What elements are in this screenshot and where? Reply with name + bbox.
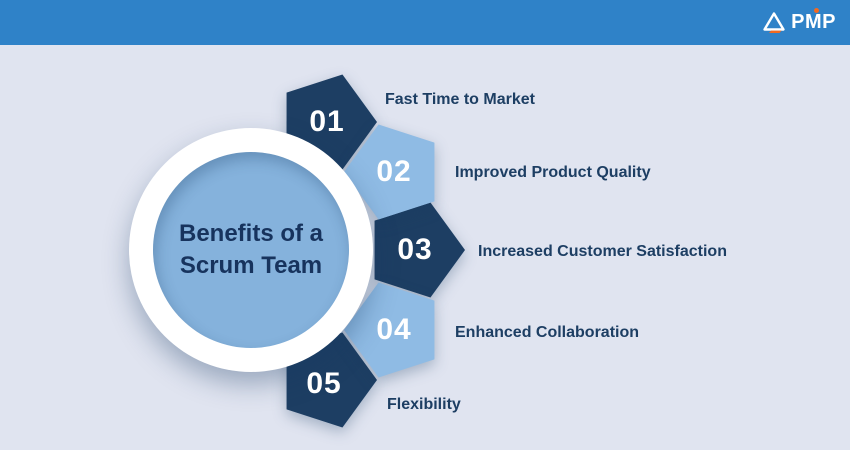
step-label-03: Increased Customer Satisfaction xyxy=(478,243,727,260)
logo-accent-dot xyxy=(814,8,820,13)
triangle-mountain-logo-icon xyxy=(763,11,785,33)
step-number-05: 05 xyxy=(306,367,342,400)
step-label-02: Improved Product Quality xyxy=(455,164,651,181)
step-number-04: 04 xyxy=(376,313,412,346)
step-label-04: Enhanced Collaboration xyxy=(455,324,640,341)
center-circle-ring: Benefits of a Scrum Team xyxy=(129,128,373,372)
diagram-title: Benefits of a Scrum Team xyxy=(179,218,323,283)
step-number-03: 03 xyxy=(397,233,433,266)
diagram-title-line2: Scrum Team xyxy=(179,252,323,279)
center-circle: Benefits of a Scrum Team xyxy=(153,152,349,348)
diagram-title-line1: Benefits of a xyxy=(178,219,324,247)
brand-logo-text: PMP xyxy=(791,11,836,33)
step-label-01: Fast Time to Market xyxy=(385,91,535,108)
step-number-01: 01 xyxy=(309,105,345,138)
header-bar: PMP xyxy=(0,0,850,45)
step-label-05: Flexibility xyxy=(387,396,461,413)
step-number-02: 02 xyxy=(376,155,412,188)
brand-logo: PMP xyxy=(762,8,836,35)
